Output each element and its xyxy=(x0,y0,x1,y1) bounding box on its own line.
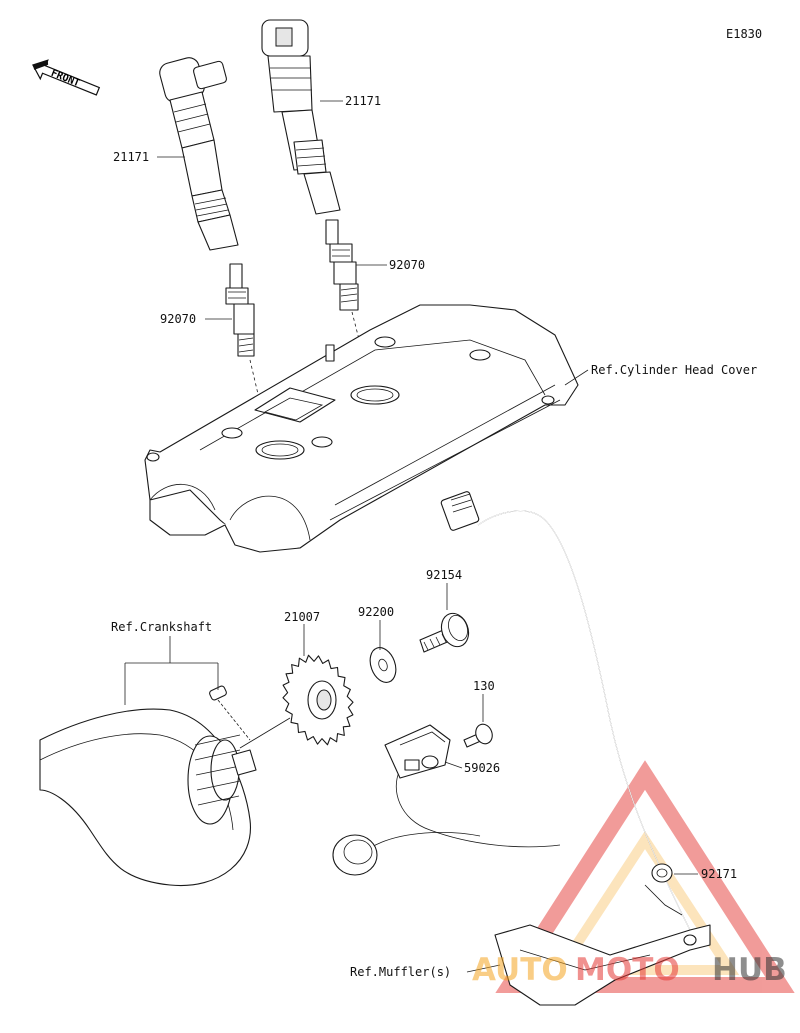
label-screw: 130 xyxy=(473,679,495,693)
label-timing-rotor: 21007 xyxy=(284,610,320,624)
label-plug-left: 92070 xyxy=(160,312,196,326)
ignition-coil-left xyxy=(159,57,239,251)
label-muffler: Ref.Muffler(s) xyxy=(350,965,451,979)
grommet xyxy=(332,834,378,876)
diagram-code: E1830 xyxy=(726,27,762,41)
spark-plug-right xyxy=(325,219,359,311)
label-coil-left: 21171 xyxy=(113,150,149,164)
label-crankshaft: Ref.Crankshaft xyxy=(111,620,212,634)
label-plug-right: 92070 xyxy=(389,258,425,272)
watermark-text: AUTO MOTO HUB xyxy=(472,952,787,988)
washer xyxy=(369,647,397,683)
rotor-bolt xyxy=(419,612,470,653)
front-label: FRONT xyxy=(49,68,81,89)
label-cylinder-head-cover: Ref.Cylinder Head Cover xyxy=(591,363,757,377)
label-clamp: 92171 xyxy=(701,867,737,881)
watermark-part-1: AUTO xyxy=(472,952,568,988)
label-bolt: 92154 xyxy=(426,568,462,582)
crankshaft-pin xyxy=(209,685,251,741)
cylinder-head-cover xyxy=(144,304,579,553)
front-arrow: FRONT xyxy=(32,59,101,96)
pickup-coil xyxy=(384,724,451,779)
label-washer: 92200 xyxy=(358,605,394,619)
watermark-part-2: MOTO xyxy=(575,952,680,988)
label-pickup-coil: 59026 xyxy=(464,761,500,775)
crankshaft xyxy=(39,708,291,887)
watermark-logo xyxy=(495,760,795,993)
timing-rotor xyxy=(282,654,354,746)
watermark-part-3: HUB xyxy=(712,952,787,988)
muffler-bracket xyxy=(494,924,711,1006)
ignition-coil-right xyxy=(261,19,341,215)
spark-plug-left xyxy=(225,263,255,357)
leader-lines xyxy=(124,100,698,973)
label-coil-right: 21171 xyxy=(345,94,381,108)
harness-clamp xyxy=(644,863,683,916)
pickup-wiring xyxy=(369,491,691,931)
pickup-screw xyxy=(463,723,493,748)
